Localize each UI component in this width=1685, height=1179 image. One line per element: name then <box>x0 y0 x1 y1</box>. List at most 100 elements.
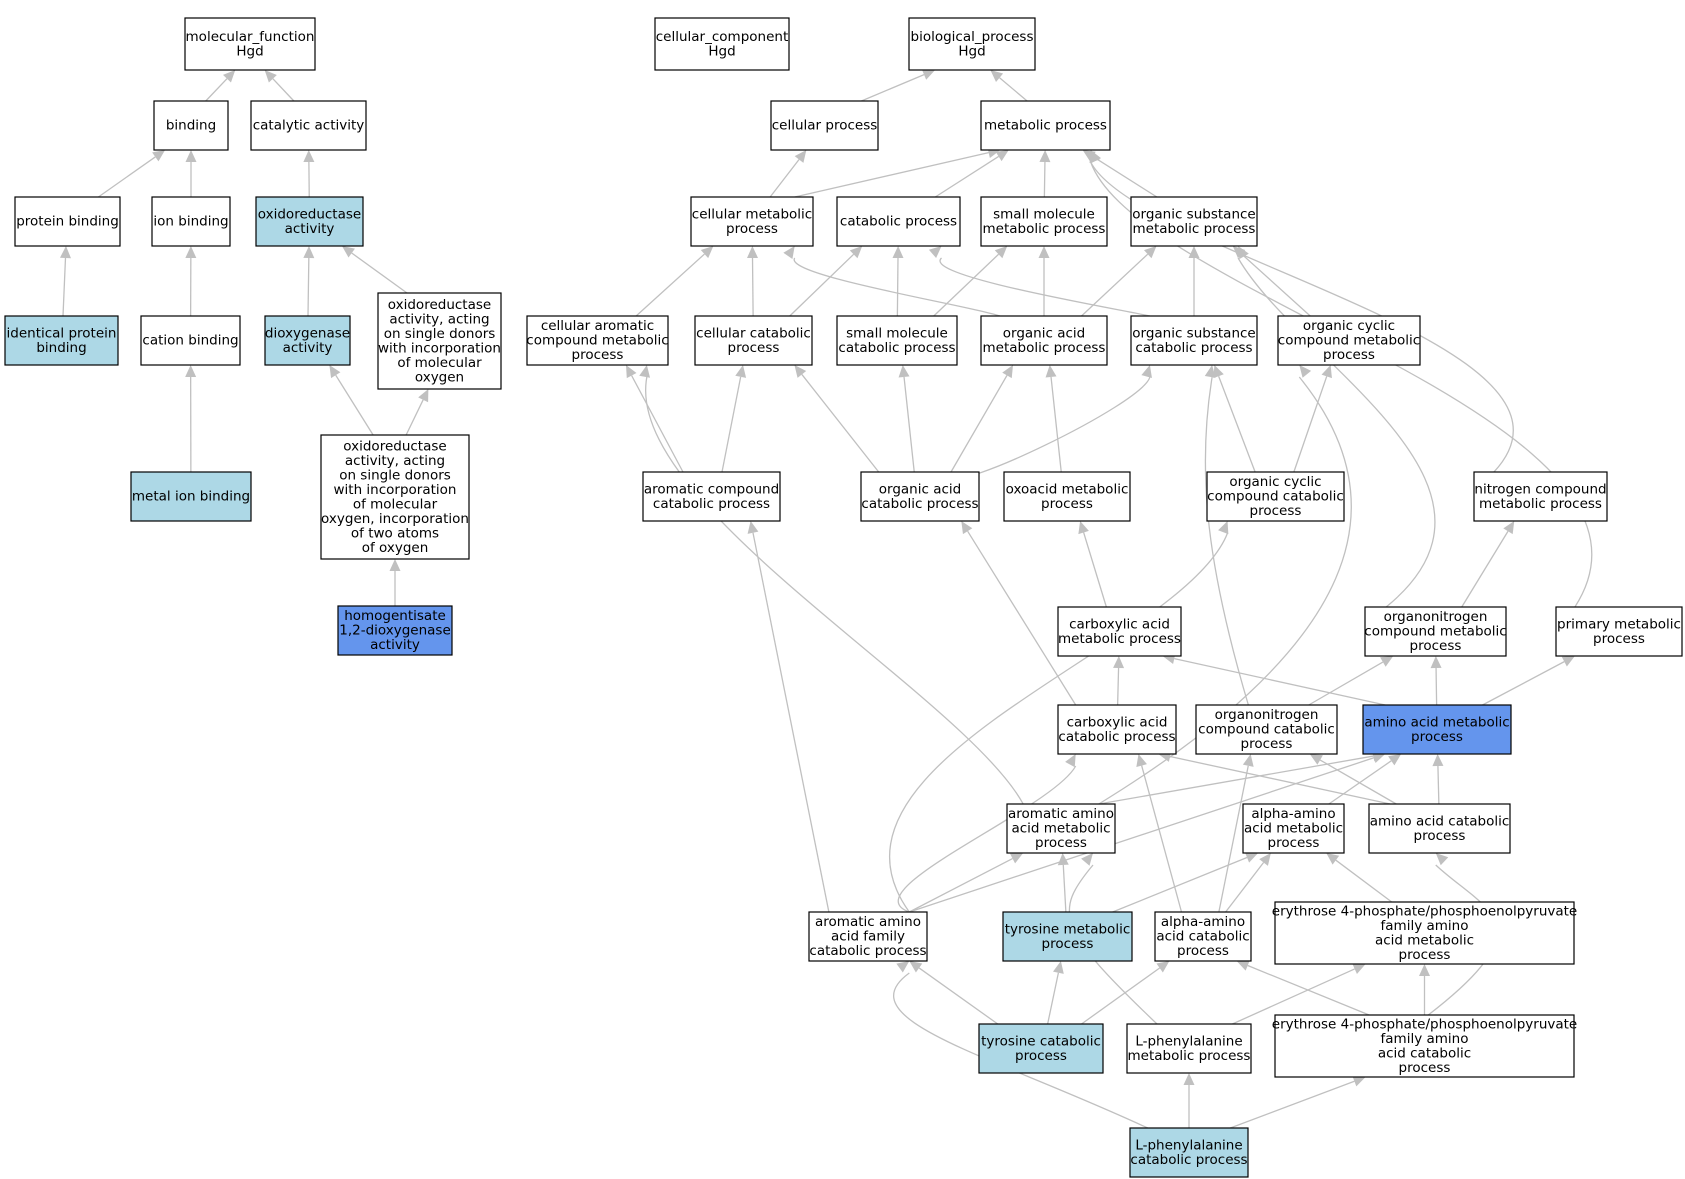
go-term-box <box>1368 803 1511 854</box>
go-term-label: oxidoreductase <box>258 206 361 222</box>
edge-arrowhead <box>626 365 637 379</box>
edge-aacatab-to-aameta <box>1437 765 1440 805</box>
go-term-box <box>377 292 502 390</box>
go-term-label: process <box>1410 638 1462 654</box>
go-term-box <box>1006 803 1116 854</box>
go-term-label: acid metabolic <box>1375 932 1474 948</box>
go-term-node-metaproc[interactable]: metabolic process <box>980 100 1111 151</box>
edge-arrowhead <box>185 150 197 162</box>
edge-orgacidcatab-to-cellcatab <box>801 374 880 473</box>
edge-orgacidcatab-to-orgacidmeta <box>950 375 1008 473</box>
go-term-label: compound metabolic <box>1278 333 1420 349</box>
edge-arrowhead <box>896 961 910 973</box>
edge-arrowhead <box>928 246 942 259</box>
go-term-label: of two atoms <box>351 525 439 541</box>
go-term-label: oxidoreductase <box>343 438 446 454</box>
edge-orgnitrocatab-to-orgsubcatab <box>1204 376 1250 706</box>
go-term-label: catabolic process <box>809 943 926 959</box>
go-term-box <box>264 315 351 366</box>
edge-smallcatab-to-smallmeta <box>933 253 1000 317</box>
go-term-label: metal ion binding <box>132 489 250 505</box>
go-term-label: of molecular <box>397 355 482 371</box>
go-term-label: biological_process <box>911 29 1034 45</box>
go-term-node-metalion[interactable]: metal ion binding <box>130 471 252 522</box>
edge-arrowhead <box>1218 521 1229 535</box>
go-term-box <box>140 315 241 366</box>
go-term-node-e4pcatab[interactable]: erythrose 4-phosphate/phosphoenolpyruvat… <box>1272 1014 1577 1078</box>
edge-arrowhead <box>1065 754 1076 768</box>
go-term-label: Hgd <box>958 43 985 59</box>
go-term-node-cationbind[interactable]: cation binding <box>140 315 241 366</box>
go-term-node-catab[interactable]: catabolic process <box>836 196 961 247</box>
go-term-node-ionbind[interactable]: ion binding <box>151 196 231 247</box>
edge-arrowhead <box>1089 150 1100 164</box>
edge-arrowhead <box>329 365 341 379</box>
go-term-label: L-phenylalanine <box>1135 1137 1242 1153</box>
go-term-box <box>836 315 958 366</box>
go-term-label: ion binding <box>153 214 228 230</box>
go-term-node-e4pmeta[interactable]: erythrose 4-phosphate/phosphoenolpyruvat… <box>1272 901 1577 965</box>
go-term-label: family amino <box>1381 918 1469 934</box>
go-term-node-cellproc[interactable]: cellular process <box>770 100 879 151</box>
go-term-node-catalytic[interactable]: catalytic activity <box>250 100 367 151</box>
go-term-label: catabolic process <box>838 340 955 356</box>
edge-oxoacid-to-orgacidmeta <box>1050 376 1062 473</box>
go-term-node-protbind[interactable]: protein binding <box>14 196 121 247</box>
edge-tyrmeta-to-aromaameta <box>1062 864 1067 913</box>
go-term-label: acid metabolic <box>1011 821 1110 837</box>
edge-oxred_two-to-oxred_single <box>405 399 424 436</box>
go-term-label: activity, acting <box>389 311 489 327</box>
edge-arrowhead <box>1380 656 1394 667</box>
go-term-node-binding[interactable]: binding <box>153 100 229 151</box>
edge-arrowhead <box>1053 961 1064 974</box>
go-term-label: process <box>1015 1048 1067 1064</box>
edge-arrowhead <box>1045 365 1057 378</box>
edge-arrowhead <box>1238 246 1249 260</box>
edge-cellmeta-to-metaproc <box>794 152 989 198</box>
edge-arrowhead <box>1435 853 1449 866</box>
edge-aromaafamcatab-to-aromaameta <box>909 857 1013 913</box>
go-term-label: on single donors <box>339 467 451 483</box>
edge-aromaameta-to-orgcycmeta <box>1098 376 1352 805</box>
edge-aromaafamcatab-to-orgcyccatab <box>889 532 1229 913</box>
